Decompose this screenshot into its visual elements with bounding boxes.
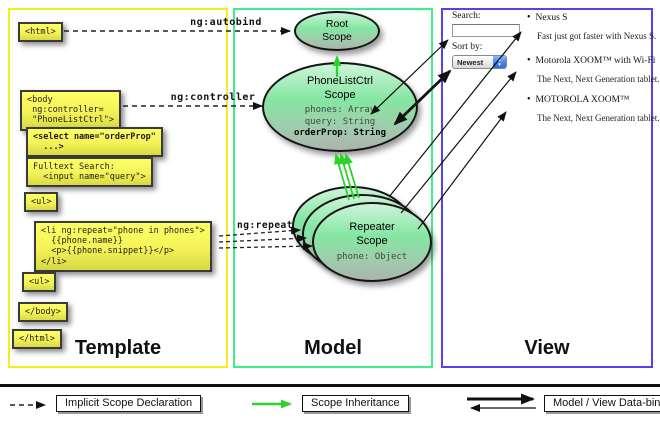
code-box-ul-close: <ul> xyxy=(22,272,57,293)
code-box-ul-open: <ul> xyxy=(24,192,59,213)
sort-select[interactable]: Newest ▲ ▼ xyxy=(452,55,507,69)
code-box-select: <select name="orderProp" ...> xyxy=(26,127,163,158)
root-scope-title: Root Scope xyxy=(322,17,352,43)
repeater-scope-title: Repeater Scope xyxy=(349,221,395,247)
ng-repeat-label: ng:repeat xyxy=(237,220,293,231)
phone-list-item: • Motorola XOOM™ with Wi-Fi The Next, Ne… xyxy=(527,55,660,84)
legend-scope-inheritance: Scope Inheritance xyxy=(302,395,409,412)
phonelistctrl-scope-ellipse: PhoneListCtrl Scope phones: Array query:… xyxy=(262,62,418,152)
search-input[interactable] xyxy=(452,24,520,37)
phone-item-title: MOTOROLA XOOM™ xyxy=(535,95,630,105)
phonelistctrl-scope-props: phones: Array query: String orderProp: S… xyxy=(294,105,386,139)
view-panel-title: View xyxy=(524,337,570,359)
prop-phones: phones: Array xyxy=(304,105,376,116)
code-box-li-repeat: <li ng:repeat="phone in phones"> {{phone… xyxy=(34,221,212,272)
legend-data-binding: Model / View Data-binding xyxy=(544,395,660,412)
phone-item-desc: The Next, Next Generation tablet. xyxy=(537,113,660,123)
code-box-html-open: <html> xyxy=(18,22,63,43)
legend-implicit-scope: Implicit Scope Declaration xyxy=(56,395,202,412)
stepper-down-icon: ▼ xyxy=(497,62,502,67)
phone-item-desc: The Next, Next Generation tablet. xyxy=(537,74,660,84)
legend-separator xyxy=(0,384,660,387)
prop-query: query: String xyxy=(304,116,376,127)
sort-select-value: Newest xyxy=(457,57,484,67)
code-box-fulltext: Fulltext Search: <input name="query"> xyxy=(26,157,153,188)
phone-list-item: • Nexus S Fast just got faster with Nexu… xyxy=(527,12,657,41)
prop-orderprop: orderProp: String xyxy=(293,127,387,138)
ng-autobind-label: ng:autobind xyxy=(190,17,262,28)
template-panel-title: Template xyxy=(74,337,162,359)
code-box-body-close: </body> xyxy=(18,302,68,323)
ng-controller-label: ng:controller xyxy=(170,92,256,103)
model-panel-title: Model xyxy=(304,337,362,359)
root-scope-ellipse: Root Scope xyxy=(294,11,380,51)
bullet-icon: • xyxy=(527,94,531,105)
search-label: Search: xyxy=(452,11,481,21)
code-box-html-close: </html> xyxy=(12,329,62,350)
select-stepper-icon: ▲ ▼ xyxy=(493,56,506,68)
repeater-scope-ellipse: Repeater Scope phone: Object xyxy=(312,202,432,282)
bullet-icon: • xyxy=(527,12,531,23)
phone-item-desc: Fast just got faster with Nexus S. xyxy=(537,31,657,41)
phone-item-title: Nexus S xyxy=(535,13,568,23)
sort-by-label: Sort by: xyxy=(452,42,483,52)
phone-list-item: • MOTOROLA XOOM™ The Next, Next Generati… xyxy=(527,94,660,123)
bullet-icon: • xyxy=(527,55,531,66)
prop-phone: phone: Object xyxy=(336,251,408,262)
phonelistctrl-scope-title: PhoneListCtrl Scope xyxy=(306,74,374,101)
code-box-body-open: <body ng:controller= "PhoneListCtrl"> xyxy=(20,90,121,131)
phone-item-title: Motorola XOOM™ with Wi-Fi xyxy=(535,56,656,66)
